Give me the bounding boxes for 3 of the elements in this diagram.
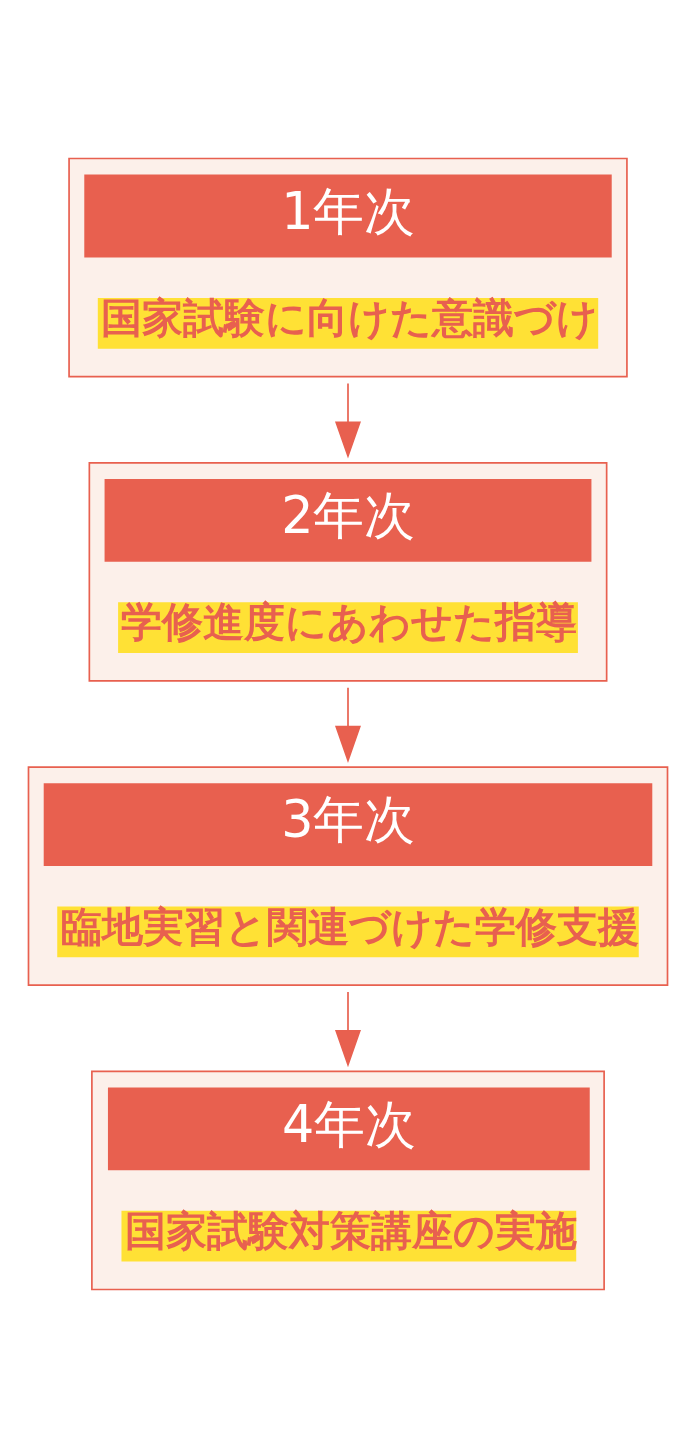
arrow xyxy=(334,382,362,459)
arrow xyxy=(334,686,362,763)
arrow xyxy=(334,991,362,1068)
